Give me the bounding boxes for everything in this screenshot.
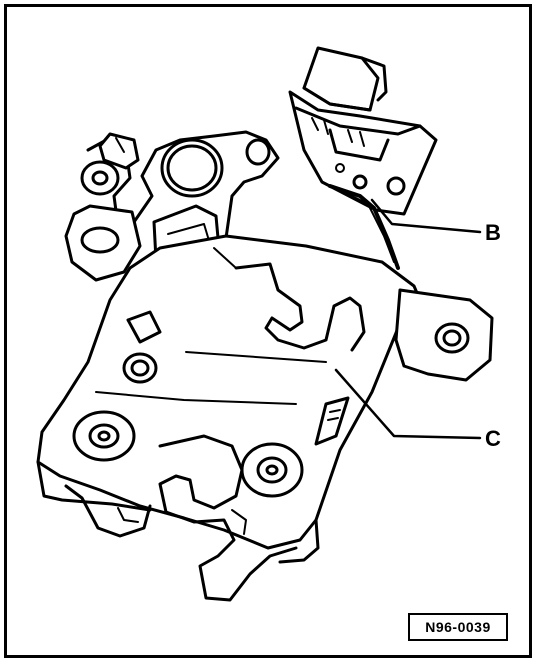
callout-label-c: C — [485, 426, 501, 451]
callout-label-b: B — [485, 220, 501, 245]
leader-line-b — [370, 198, 482, 234]
figure-reference-code: N96-0039 — [408, 613, 508, 641]
figure-frame — [4, 4, 532, 658]
lock-body — [36, 130, 494, 602]
leader-line-c — [334, 368, 482, 440]
switch-assembly — [288, 46, 438, 270]
